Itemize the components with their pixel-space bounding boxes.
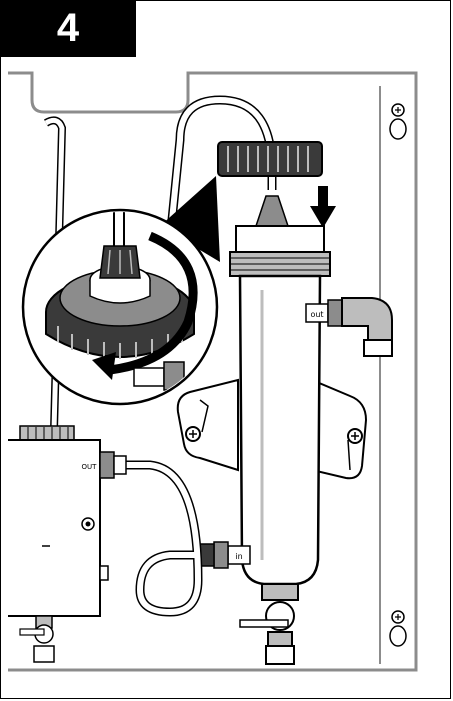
keyhole-icon xyxy=(389,610,407,647)
screw-icon xyxy=(347,428,363,444)
out-port-tag: out xyxy=(310,310,323,319)
step-number-badge: 4 xyxy=(0,0,136,57)
keyhole-icon xyxy=(389,103,407,140)
mounting-bracket xyxy=(176,378,239,472)
out-elbow-fitting xyxy=(341,297,393,341)
down-arrow-icon xyxy=(310,186,336,228)
zoom-detail-circle xyxy=(21,208,219,406)
chamber-cap[interactable] xyxy=(217,141,323,177)
inlet-tube xyxy=(126,460,203,617)
screw-icon xyxy=(185,426,201,442)
in-port-tag: in xyxy=(235,552,242,561)
controller-out-label: OUT xyxy=(82,463,98,471)
controller-box xyxy=(8,439,101,617)
mounting-panel xyxy=(8,71,418,672)
rotate-arrow-icon xyxy=(92,231,198,380)
zoom-pointer xyxy=(160,176,220,262)
